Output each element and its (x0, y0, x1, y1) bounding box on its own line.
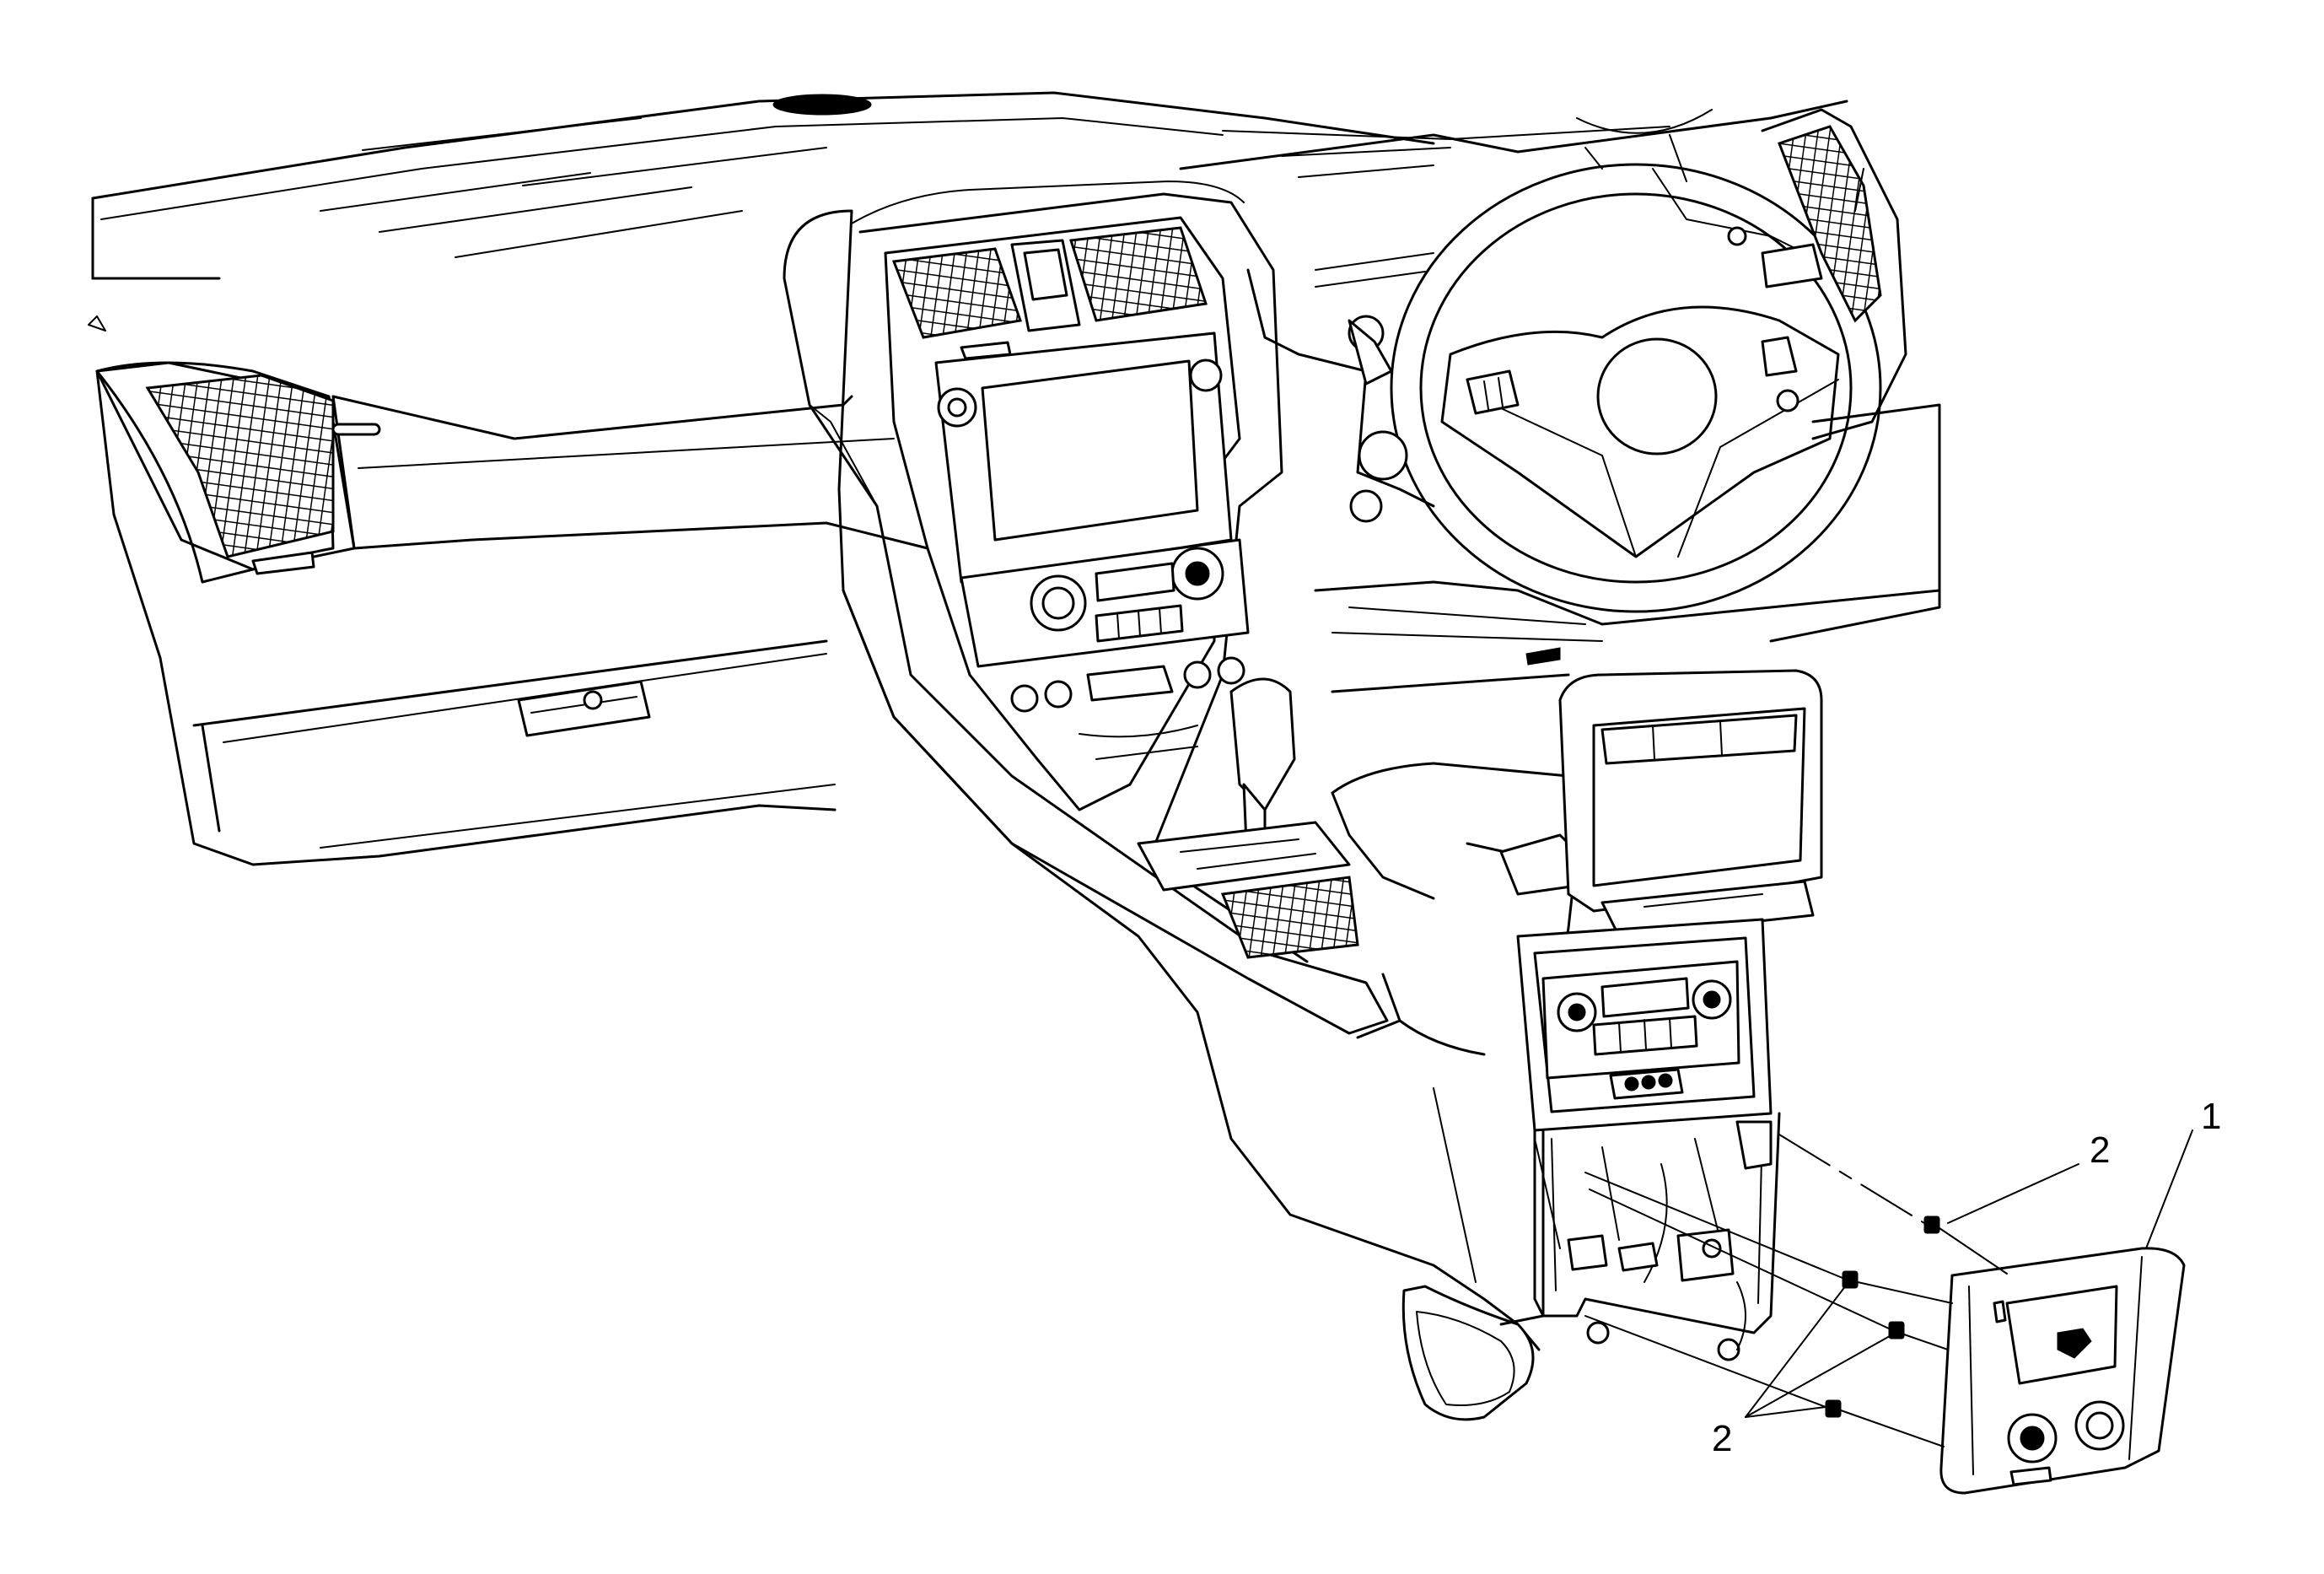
left-air-vent (95, 361, 335, 584)
passenger-dashboard (95, 361, 929, 866)
callout-1: 1 (2201, 1096, 2221, 1137)
dashboard-top (88, 91, 1670, 332)
steering-wheel (1179, 100, 1882, 613)
callout-2-top: 2 (2090, 1129, 2110, 1171)
alignment-lines (1584, 1134, 2008, 1447)
center-stack (783, 181, 1389, 1035)
retainer-clip (1825, 1399, 1842, 1418)
leader-lines (1745, 1129, 2193, 1418)
console-end-panel (1939, 1247, 2186, 1495)
rear-console-assembly (1331, 669, 1823, 1361)
right-air-vent (1761, 108, 1941, 643)
retainer-clip (1923, 1216, 1940, 1234)
retainer-clips (1825, 1216, 1940, 1418)
callout-2-bottom: 2 (1712, 1418, 1732, 1459)
driver-lower-dash (1314, 580, 1941, 693)
gear-shifter (1137, 677, 1359, 959)
console-side-panel (842, 589, 1561, 1421)
